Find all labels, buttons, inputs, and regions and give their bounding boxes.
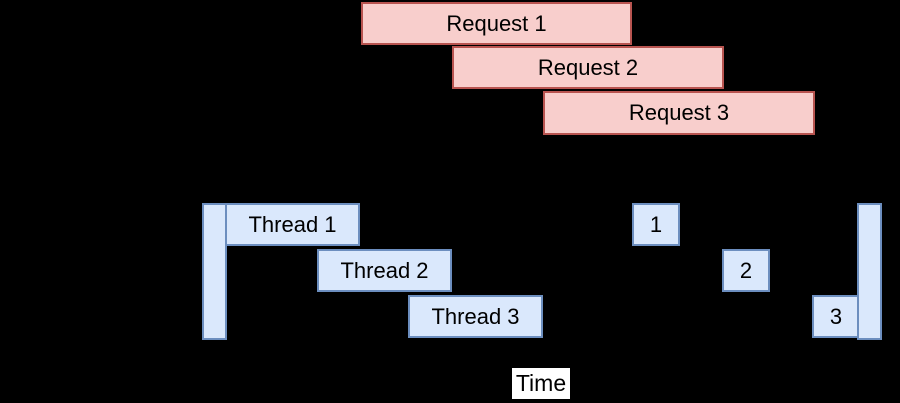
request-bar-1-label: Request 1 (446, 10, 547, 36)
completion-box-3-label: 3 (829, 303, 843, 329)
request-bar-2[interactable]: Request 2 (452, 46, 724, 89)
thread-bar-3[interactable]: Thread 3 (408, 295, 543, 338)
time-axis-label: Time (512, 368, 570, 399)
request-bar-3-label: Request 3 (628, 100, 730, 125)
end-marker-bar (857, 203, 882, 340)
request-bar-2-label: Request 2 (537, 54, 639, 80)
completion-box-2[interactable]: 2 (722, 249, 770, 292)
completion-box-1-label: 1 (649, 211, 663, 237)
completion-box-1[interactable]: 1 (632, 203, 680, 246)
completion-box-2-label: 2 (739, 257, 753, 283)
thread-bar-1-label: Thread 1 (248, 211, 337, 237)
start-marker-bar (202, 203, 227, 340)
thread-bar-1[interactable]: Thread 1 (225, 203, 360, 246)
time-axis-label-text: Time (515, 370, 567, 396)
completion-box-3[interactable]: 3 (812, 295, 860, 338)
thread-bar-3-label: Thread 3 (431, 303, 520, 329)
request-bar-3[interactable]: Request 3 (543, 91, 815, 135)
thread-bar-2-label: Thread 2 (340, 257, 429, 283)
thread-bar-2[interactable]: Thread 2 (317, 249, 452, 292)
request-bar-1[interactable]: Request 1 (361, 2, 632, 45)
